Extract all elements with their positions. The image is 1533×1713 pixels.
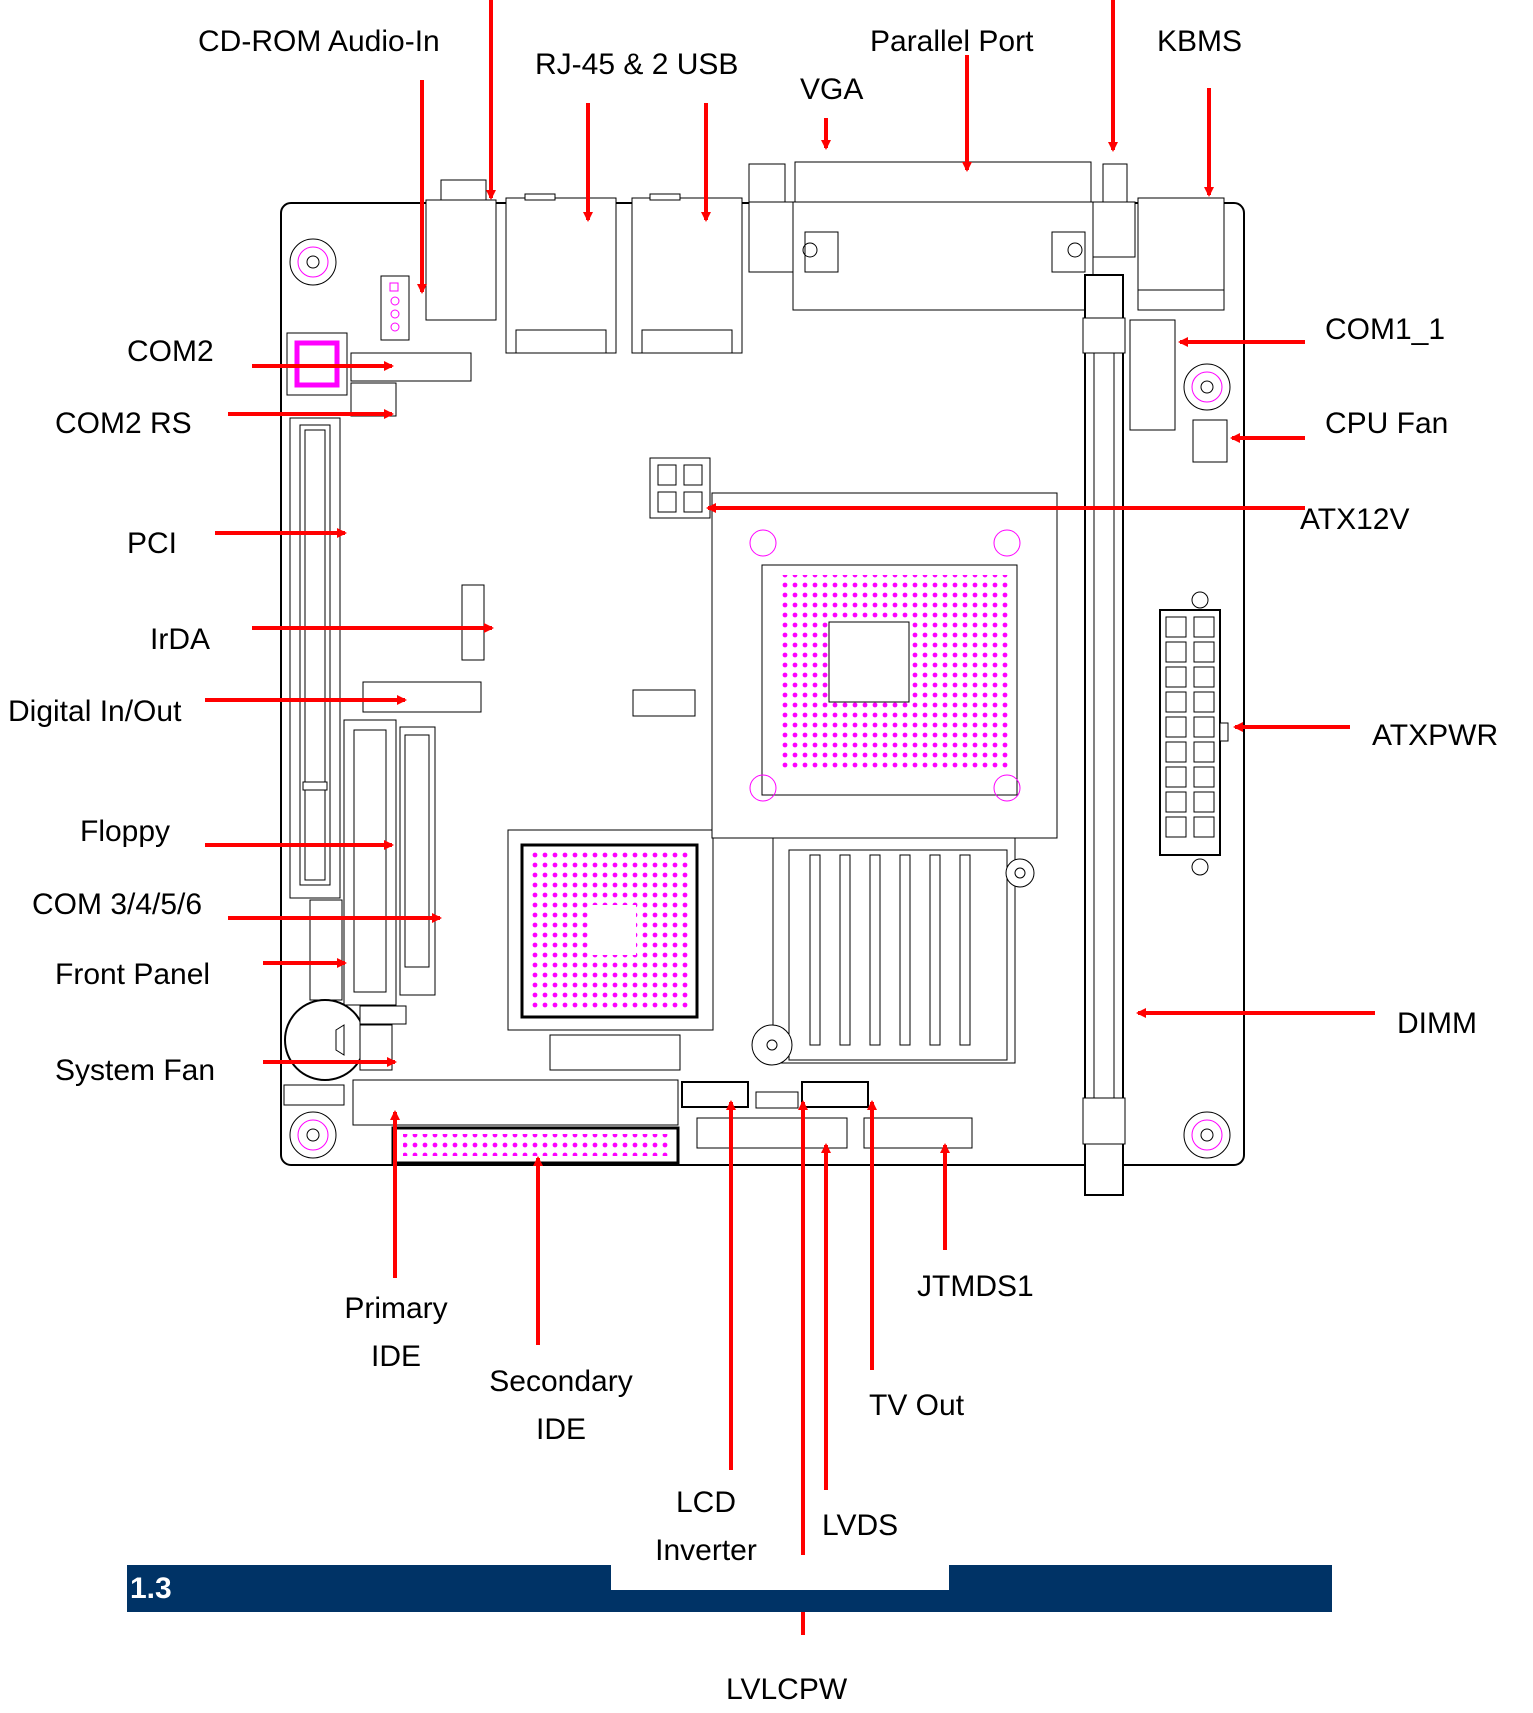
cpu-fan-header [1192, 419, 1228, 463]
small-fan-header [632, 689, 696, 717]
label-rj45-usb: RJ-45 & 2 USB [535, 48, 739, 81]
north-bridge-chip [507, 829, 714, 1071]
label-dimm: DIMM [1397, 1007, 1477, 1040]
label-atx12v: ATX12V [1300, 503, 1410, 536]
atx12v-connector [649, 457, 711, 519]
label-secondary-ide-line1: Secondary [489, 1365, 633, 1398]
label-gap [611, 1555, 949, 1590]
label-com3456: COM 3/4/5/6 [32, 888, 203, 921]
label-lcd-inverter-line2: Inverter [655, 1534, 757, 1567]
dimm-slot [1082, 274, 1126, 1196]
irda-header [461, 584, 485, 661]
label-floppy: Floppy [80, 815, 171, 848]
front-panel-header [309, 899, 343, 1001]
label-atxpwr: ATXPWR [1372, 719, 1499, 752]
com2-rs-jumper [350, 382, 397, 417]
kbms-connector [1137, 197, 1225, 311]
label-com2-rs: COM2 RS [55, 407, 192, 440]
label-front-panel: Front Panel [55, 958, 211, 991]
label-digital-io: Digital In/Out [8, 695, 182, 728]
south-bridge-heatsink [751, 837, 1035, 1066]
label-irda: IrDA [150, 623, 210, 656]
vga-parallel-connector [748, 161, 1136, 311]
label-system-fan: System Fan [55, 1054, 216, 1087]
lvlcpw-jumper [755, 1091, 799, 1109]
primary-ide-connector [352, 1079, 679, 1126]
label-parallel-port: Parallel Port [870, 25, 1034, 58]
label-lcd-inverter-line1: LCD [675, 1486, 736, 1519]
label-secondary-ide-line2: IDE [535, 1413, 586, 1446]
jtmds1-connector [863, 1117, 973, 1149]
label-lvds: LVDS [822, 1509, 899, 1542]
label-tv-out: TV Out [869, 1389, 965, 1422]
atxpwr-connector [1159, 591, 1229, 876]
com3456-header [399, 726, 436, 996]
label-jtmds1: JTMDS1 [917, 1270, 1034, 1303]
mounting-hole-top-left [289, 238, 337, 286]
lvds-connector [696, 1117, 848, 1149]
section-number: 1.3 [130, 1572, 172, 1605]
cdrom-audio-header [380, 275, 410, 341]
com1-1-header [1129, 319, 1176, 431]
label-com1-1: COM1_1 [1325, 313, 1446, 346]
cpu-socket [711, 492, 1058, 839]
usb-connector [631, 193, 743, 354]
digital-io-header [362, 681, 482, 713]
rj45-usb-connector [505, 193, 617, 354]
cmos-battery [284, 999, 366, 1081]
lcd-inverter-header [681, 1081, 749, 1108]
label-vga: VGA [800, 73, 864, 106]
secondary-ide-connector [391, 1126, 680, 1165]
label-pci: PCI [127, 527, 178, 560]
jumper-bottom-left [283, 1084, 345, 1106]
label-kbms: KBMS [1157, 25, 1243, 58]
mounting-hole-bottom-right [1183, 1111, 1231, 1159]
floppy-header [343, 719, 397, 1006]
audio-jack [425, 179, 497, 321]
label-cdrom-audio-in: CD-ROM Audio-In [198, 25, 440, 58]
label-lvlcpw: LVLCPW [726, 1673, 848, 1706]
tv-out-header [801, 1081, 869, 1108]
callout-arrows [205, 0, 1375, 1635]
label-primary-ide-line1: Primary [344, 1292, 448, 1325]
mounting-hole-right [1183, 363, 1231, 411]
label-com2: COM2 [127, 335, 214, 368]
mounting-hole-bottom-left [289, 1111, 337, 1159]
label-primary-ide-line2: IDE [370, 1340, 421, 1373]
pci-slot [289, 417, 341, 899]
label-cpu-fan: CPU Fan [1325, 407, 1449, 440]
